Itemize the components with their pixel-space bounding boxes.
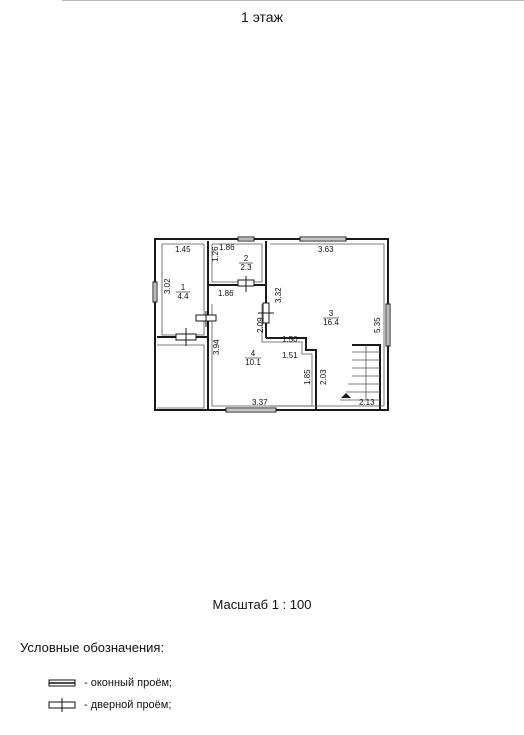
- dim-room3-right: 5.35: [373, 317, 382, 333]
- room3-area: 16.4: [323, 318, 339, 327]
- room1-number: 1: [181, 283, 186, 292]
- legend-door-label: - дверной проём;: [84, 699, 172, 711]
- dim-step-bottom: 1.51: [282, 351, 298, 360]
- legend-title: Условные обозначения:: [20, 640, 165, 655]
- dim-stair-bottom: 2.13: [359, 398, 375, 407]
- wall-room4-step: [266, 337, 317, 410]
- dim-room2-top: 1.86: [219, 243, 235, 252]
- dim-room1-top: 1.45: [175, 245, 191, 254]
- stair-outline: [352, 344, 381, 410]
- dim-room3-left: 3.32: [274, 287, 283, 303]
- room2-number: 2: [244, 254, 249, 263]
- dim-room4-inner: 2.09: [256, 317, 265, 333]
- dim-room1-side: 3.02: [163, 278, 172, 294]
- room2-area: 2.3: [240, 263, 252, 272]
- room1-area: 4.4: [177, 292, 189, 301]
- dim-room2-bottom: 1.86: [218, 289, 234, 298]
- legend-window-label: - оконный проём;: [84, 677, 173, 689]
- dim-room3-top: 3.63: [318, 245, 334, 254]
- dim-room4-left: 3.94: [212, 339, 221, 355]
- dim-room4-bottom: 3.37: [252, 398, 268, 407]
- scale-label: Масштаб 1 : 100: [212, 597, 312, 612]
- floor-title: 1 этаж: [241, 9, 283, 25]
- top-border-line: [62, 0, 524, 1]
- room2-inner: [211, 243, 263, 283]
- room4-number: 4: [251, 349, 256, 358]
- dim-corridor-left: 1.85: [303, 369, 312, 385]
- room5-inner: [157, 344, 205, 409]
- legend-window: - оконный проём;: [48, 676, 172, 690]
- dim-step-top: 1.50: [282, 335, 298, 344]
- legend-door: - дверной проём;: [48, 698, 171, 712]
- stair-arrow-icon: [341, 393, 351, 398]
- window-symbol-icon: [48, 679, 76, 687]
- room4-area: 10.1: [245, 358, 261, 367]
- dim-room2-side: 1.26: [211, 246, 220, 262]
- room1-inner: [161, 243, 205, 336]
- room4-inner: [211, 304, 313, 407]
- room3-inner: [270, 243, 385, 407]
- door-symbol-icon: [48, 698, 76, 712]
- dim-corridor-right: 2.03: [319, 369, 328, 385]
- stair-treads: [340, 351, 380, 401]
- room3-number: 3: [329, 309, 334, 318]
